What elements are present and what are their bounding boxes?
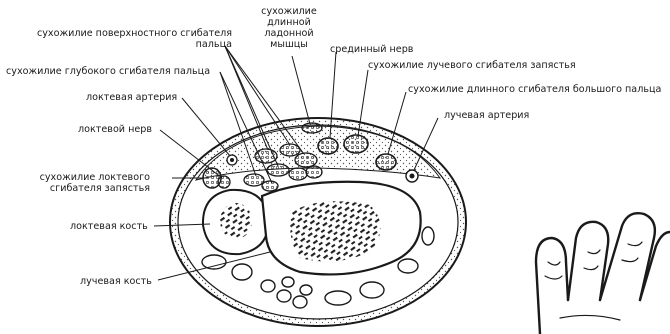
- radial-artery-shape: [406, 170, 418, 182]
- label-median-nerve: срединный нерв: [330, 44, 413, 55]
- radius-bone: [262, 182, 421, 275]
- label-palmaris-longus-line4: мышцы: [256, 39, 322, 50]
- label-palmaris-longus-line3: ладонной: [256, 28, 322, 39]
- label-fcu-line2: сгибателя запястья: [26, 183, 150, 194]
- ulna-bone: [203, 190, 268, 254]
- label-fds-line1: сухожилие поверхностного сгибателя: [10, 28, 232, 39]
- label-ulnar-artery: локтевая артерия: [86, 92, 177, 103]
- median-nerve-shape: [318, 138, 338, 154]
- label-fds-line2: пальца: [10, 39, 232, 50]
- fcr-tendon-shape: [344, 135, 368, 153]
- label-fcr: сухожилие лучевого сгибателя запястья: [368, 60, 576, 71]
- hand-sketch: [536, 213, 670, 334]
- label-fpl: сухожилие длинного сгибателя большого па…: [408, 84, 661, 95]
- label-radius: лучевая кость: [80, 276, 152, 287]
- fpl-tendon-shape: [376, 154, 396, 170]
- label-fcu: сухожилие локтевого сгибателя запястья: [26, 172, 150, 194]
- label-palmaris-longus-line1: сухожилие: [256, 6, 322, 17]
- label-ulna: локтевая кость: [70, 221, 148, 232]
- label-fds: сухожилие поверхностного сгибателя пальц…: [10, 28, 232, 50]
- label-ulnar-nerve: локтевой нерв: [78, 124, 152, 135]
- label-palmaris-longus-line2: длинной: [256, 17, 322, 28]
- label-palmaris-longus: сухожилие длинной ладонной мышцы: [256, 6, 322, 50]
- label-radial-artery: лучевая артерия: [444, 110, 529, 121]
- palmaris-longus-tendon: [302, 123, 322, 133]
- label-fcu-line1: сухожилие локтевого: [26, 172, 150, 183]
- label-fdp: сухожилие глубокого сгибателя пальца: [6, 66, 210, 77]
